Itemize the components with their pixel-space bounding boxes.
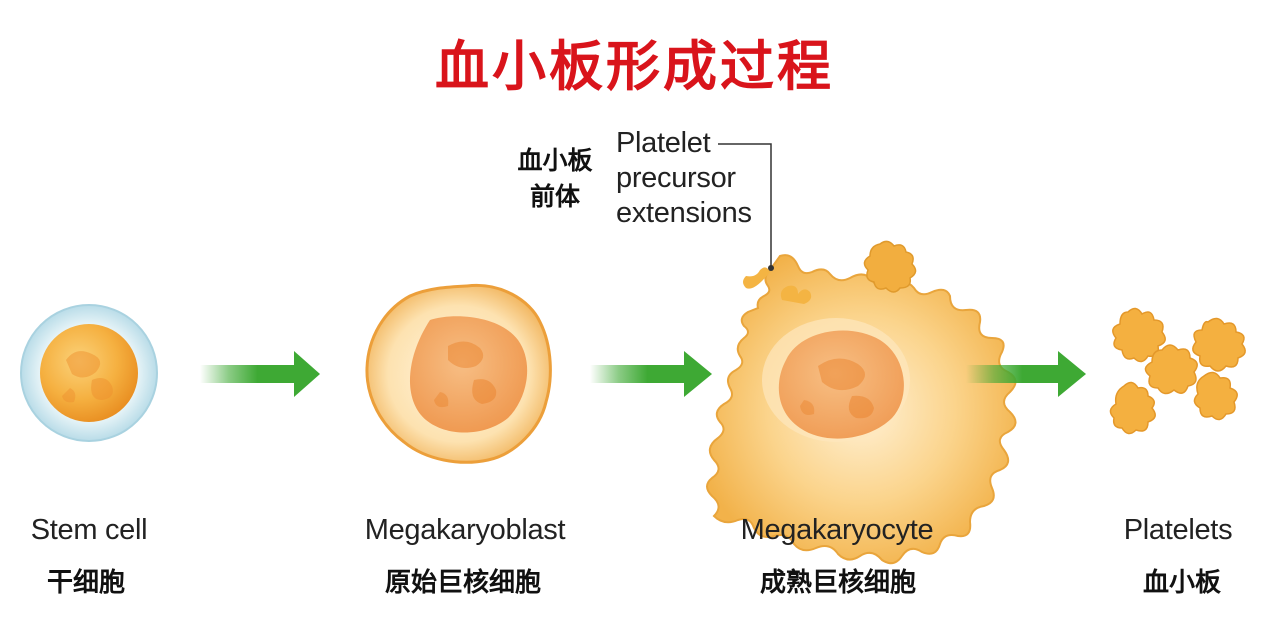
arrow-2 xyxy=(590,351,712,397)
callout-cn-line-2: 前体 xyxy=(529,182,580,211)
platelet-2 xyxy=(1192,317,1246,372)
platelets-illustration xyxy=(1109,307,1246,435)
platelet-5 xyxy=(1109,381,1156,435)
stem-cell-illustration xyxy=(20,304,158,442)
callout-cn-line-1: 血小板 xyxy=(517,146,593,175)
megakaryocyte-illustration xyxy=(706,240,1017,565)
callout-en-line-2: precursor xyxy=(616,162,736,194)
stage-label-cn-stem-cell: 干细胞 xyxy=(46,568,125,598)
stage-label-cn-megakaryocyte: 成熟巨核细胞 xyxy=(759,568,916,598)
platelet-3 xyxy=(1144,344,1198,395)
callout-chinese-label: 血小板 前体 xyxy=(500,143,610,215)
stage-label-en-megakaryoblast: Megakaryoblast xyxy=(364,514,566,546)
stage-label-en-megakaryocyte: Megakaryocyte xyxy=(740,514,934,546)
stage-label-en-platelets: Platelets xyxy=(1123,514,1233,546)
callout-leader-line xyxy=(718,143,772,266)
arrow-3 xyxy=(966,351,1086,397)
platelet-1 xyxy=(1112,307,1166,363)
megakaryoblast-illustration xyxy=(365,283,552,464)
stage-label-cn-platelets: 血小板 xyxy=(1142,568,1221,598)
platelet-4 xyxy=(1193,371,1238,421)
callout-english-label: Platelet precursor extensions xyxy=(616,126,776,231)
callout-en-line-1: Platelet xyxy=(616,127,711,159)
callout-en-line-3: extensions xyxy=(616,197,752,229)
stage-label-cn-megakaryoblast: 原始巨核细胞 xyxy=(384,568,541,598)
arrow-1 xyxy=(200,351,320,397)
stage-label-en-stem-cell: Stem cell xyxy=(30,514,148,546)
page-title: 血小板形成过程 xyxy=(435,35,834,98)
